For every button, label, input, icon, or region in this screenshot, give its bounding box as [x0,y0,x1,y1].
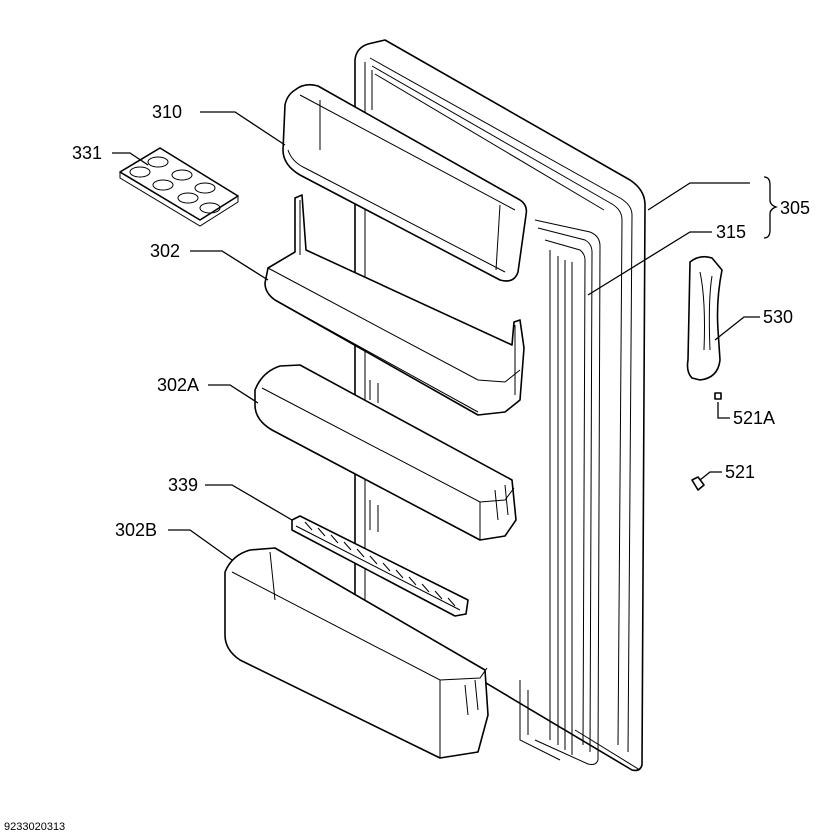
door-shelf-302-part [264,194,525,416]
callout-521A: 521A [733,408,775,428]
door-shelf-302A-part [254,364,517,541]
screw-521A-part [714,392,722,400]
door-handle-part [686,255,723,381]
leader-lines [112,111,779,561]
callout-310: 310 [152,102,182,122]
callout-339: 339 [168,475,198,495]
callout-530: 530 [763,307,793,327]
drawing-number: 9233020313 [4,821,65,833]
callout-521: 521 [725,462,755,482]
callout-331: 331 [72,143,102,163]
dairy-lid-part [282,83,528,282]
callout-315: 315 [716,222,746,242]
callout-302: 302 [150,241,180,261]
callout-302B: 302B [115,520,157,540]
callout-305: 305 [780,198,810,218]
door-gasket-part [519,219,641,771]
door-shelf-302B-part [224,547,489,759]
callout-302A: 302A [157,375,199,395]
screw-521-part [691,476,705,491]
egg-tray-part [119,147,239,227]
rack-339-part [291,515,469,617]
